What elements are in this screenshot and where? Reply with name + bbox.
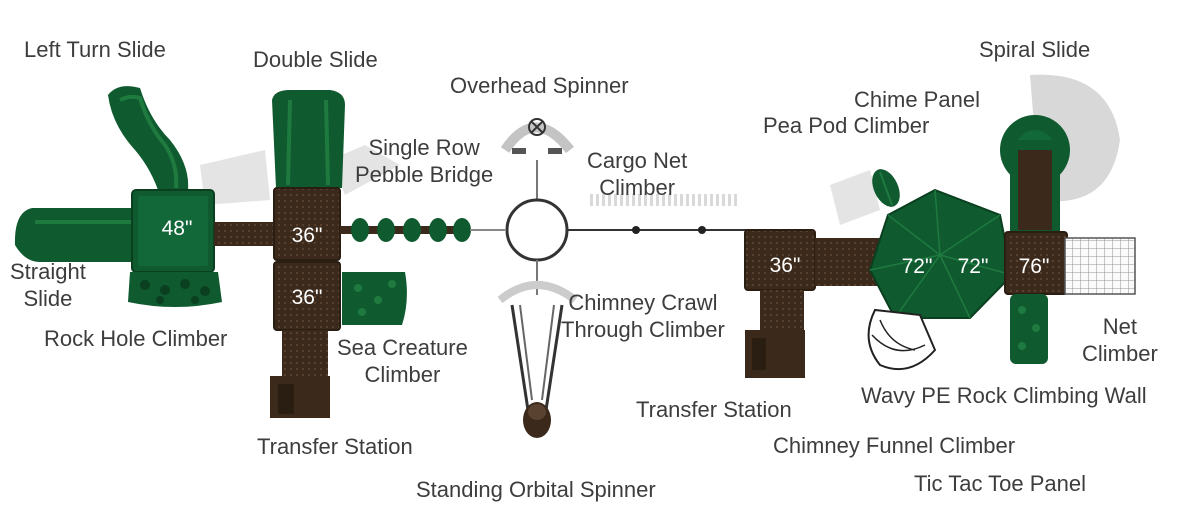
label-net-climber-line1: Net bbox=[1102, 314, 1138, 339]
label-cargo-net-line1: Cargo Net bbox=[587, 148, 688, 173]
spiral-slide bbox=[1000, 115, 1070, 235]
label-chimney-crawl-line1: Chimney Crawl bbox=[568, 290, 718, 315]
label-sea-creature-line1: Sea Creature bbox=[337, 335, 468, 360]
tic-tac-toe-panel bbox=[1064, 237, 1136, 295]
overhead-spinner bbox=[500, 118, 574, 154]
hexagon-deck bbox=[868, 188, 1014, 319]
label-net-climber: Net Climber bbox=[1082, 313, 1158, 367]
label-pea-pod-climber: Pea Pod Climber bbox=[763, 113, 930, 138]
double-slide bbox=[272, 90, 345, 188]
transfer-station-left bbox=[270, 330, 330, 418]
wavy-pe-wall bbox=[867, 308, 937, 371]
label-single-row-pebble-bridge: Single Row Pebble Bridge bbox=[355, 134, 493, 188]
chimney-crawl-climber bbox=[497, 281, 578, 411]
label-chimney-crawl-climber: Chimney Crawl Through Climber bbox=[561, 289, 725, 343]
transfer-station-mid bbox=[745, 290, 805, 378]
chime-panel bbox=[872, 169, 900, 207]
left-walkway bbox=[214, 222, 274, 246]
label-left-turn-slide: Left Turn Slide bbox=[24, 37, 166, 62]
label-rock-hole-climber: Rock Hole Climber bbox=[44, 326, 228, 351]
label-wavy-pe-wall: Wavy PE Rock Climbing Wall bbox=[861, 383, 1147, 408]
straight-slide bbox=[14, 208, 135, 262]
cargo-net-climber bbox=[567, 194, 748, 234]
deck-height-48: 48" bbox=[161, 217, 193, 240]
deck-height-36-right: 36" bbox=[769, 254, 801, 277]
label-straight-slide-line2: Slide bbox=[23, 286, 73, 311]
label-cargo-net-climber: Cargo Net Climber bbox=[587, 147, 687, 201]
label-straight-slide-line1: Straight bbox=[10, 259, 86, 284]
rock-hole-climber bbox=[128, 272, 222, 307]
label-single-row-line1: Single Row bbox=[368, 135, 480, 160]
label-chimney-funnel-climber: Chimney Funnel Climber bbox=[773, 433, 1016, 458]
left-turn-slide bbox=[108, 86, 189, 196]
deck-height-76: 76" bbox=[1018, 255, 1050, 278]
sea-creature-climber bbox=[342, 272, 407, 325]
net-climber bbox=[1010, 294, 1048, 364]
label-transfer-station-left: Transfer Station bbox=[257, 434, 413, 459]
deck-height-36-upper: 36" bbox=[291, 224, 323, 247]
center-ring bbox=[505, 198, 569, 262]
label-cargo-net-line2: Climber bbox=[599, 175, 676, 200]
pebble-bridge bbox=[340, 218, 471, 242]
label-standing-orbital-spinner: Standing Orbital Spinner bbox=[416, 477, 656, 502]
deck-height-72-b: 72" bbox=[957, 255, 989, 278]
label-chimney-crawl-line2: Through Climber bbox=[561, 317, 725, 342]
label-net-climber-line2: Climber bbox=[1082, 341, 1158, 366]
deck-height-36-lower: 36" bbox=[291, 286, 323, 309]
label-chime-panel: Chime Panel bbox=[854, 87, 980, 112]
label-single-row-line2: Pebble Bridge bbox=[355, 162, 494, 187]
label-overhead-spinner: Overhead Spinner bbox=[450, 73, 629, 98]
label-sea-creature-climber: Sea Creature Climber bbox=[337, 334, 468, 388]
label-double-slide: Double Slide bbox=[253, 47, 378, 72]
label-sea-creature-line2: Climber bbox=[364, 362, 441, 387]
deck-36-upper bbox=[273, 187, 341, 261]
standing-orbital-spinner bbox=[523, 402, 551, 438]
label-tic-tac-toe-panel: Tic Tac Toe Panel bbox=[914, 471, 1087, 496]
label-straight-slide: Straight Slide bbox=[10, 258, 86, 312]
deck-height-72-a: 72" bbox=[901, 255, 933, 278]
label-spiral-slide: Spiral Slide bbox=[979, 37, 1091, 62]
label-transfer-station-mid: Transfer Station bbox=[636, 397, 792, 422]
